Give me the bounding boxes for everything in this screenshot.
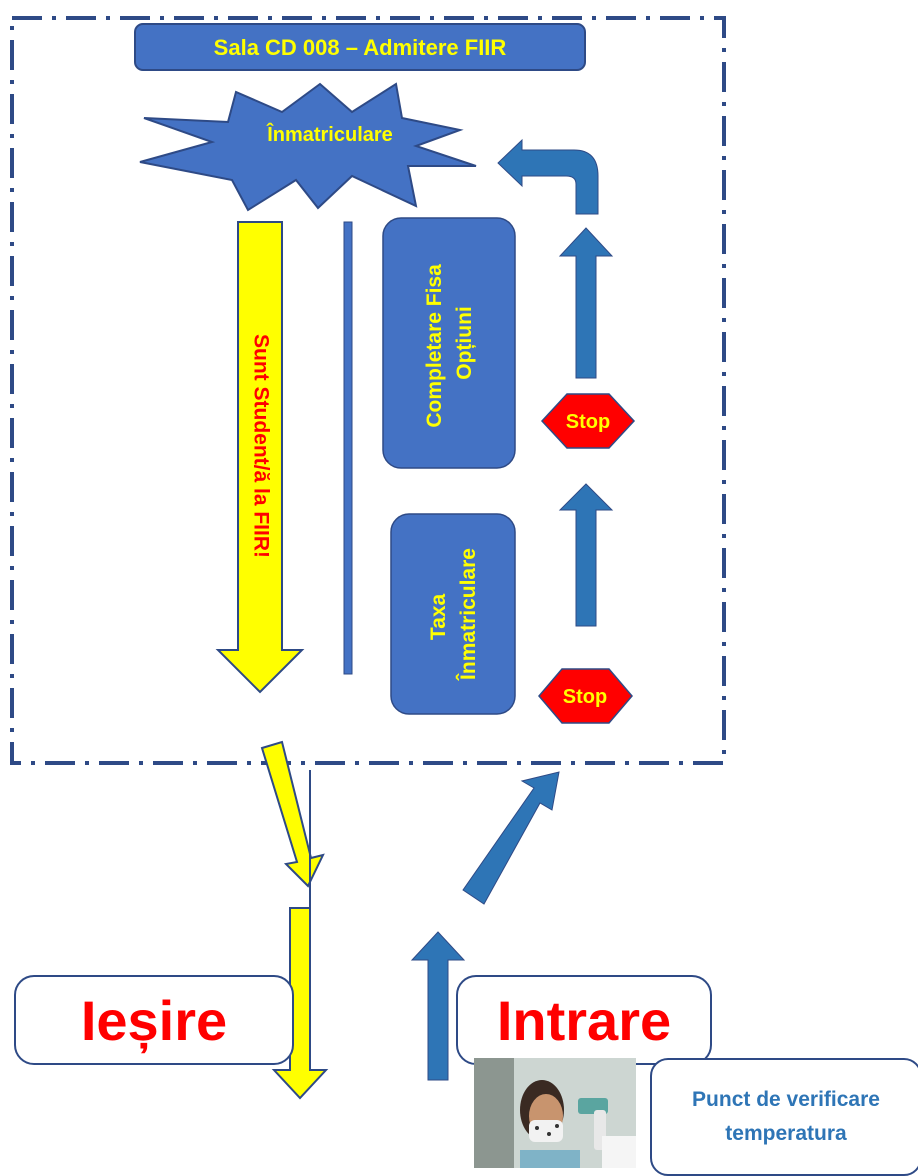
completare-line2: Opțiuni xyxy=(453,306,476,379)
title-text: Sala CD 008 – Admitere FIIR xyxy=(214,35,507,60)
entry-label: Intrare xyxy=(496,988,672,1052)
taxa-line1: Taxa xyxy=(427,593,450,640)
diagonal-entry-arrow xyxy=(462,771,560,905)
taxa-line2: Înmatriculare xyxy=(456,548,480,681)
upper-up-arrow xyxy=(558,227,614,379)
exit-label: Ieșire xyxy=(80,988,228,1052)
checkpoint-box: Punct de verificare temperatura xyxy=(650,1058,918,1176)
diagonal-exit-arrow xyxy=(260,740,325,888)
completare-box: Completare Fisa Opțiuni xyxy=(382,217,516,469)
bottom-exit-arrow xyxy=(271,770,329,1100)
completare-line1: Completare Fisa xyxy=(423,264,446,428)
entry-box: Intrare xyxy=(456,975,712,1065)
student-arrow-label: Sunt Student/ă la FIIR! xyxy=(249,334,272,558)
curved-return-arrow xyxy=(497,138,599,215)
checkpoint-line2: temperatura xyxy=(725,1122,847,1145)
bottom-entry-arrow xyxy=(410,931,466,1081)
middle-up-arrow xyxy=(558,483,614,627)
title-bar: Sala CD 008 – Admitere FIIR xyxy=(134,23,586,71)
burst-label: Înmatriculare xyxy=(266,122,393,146)
stop-lower-label: Stop xyxy=(563,686,607,708)
enrollment-burst: Înmatriculare xyxy=(139,82,477,212)
svg-text:Completare Fisa Opțiuni: Completare Fisa Opțiuni xyxy=(423,258,476,427)
taxa-box: Taxa Înmatriculare xyxy=(390,513,516,715)
exit-box: Ieșire xyxy=(14,975,294,1065)
stop-upper-label: Stop xyxy=(566,411,610,433)
temperature-check-photo xyxy=(474,1058,636,1168)
stop-sign-upper: Stop xyxy=(540,393,636,449)
stop-sign-lower: Stop xyxy=(538,668,633,724)
svg-text:Taxa Înmatriculare: Taxa Înmatriculare xyxy=(427,548,480,681)
student-exit-arrow: Sunt Student/ă la FIIR! xyxy=(215,221,305,694)
checkpoint-line1: Punct de verificare xyxy=(692,1088,880,1111)
room-boundary xyxy=(10,16,726,765)
divider-line xyxy=(343,221,353,675)
